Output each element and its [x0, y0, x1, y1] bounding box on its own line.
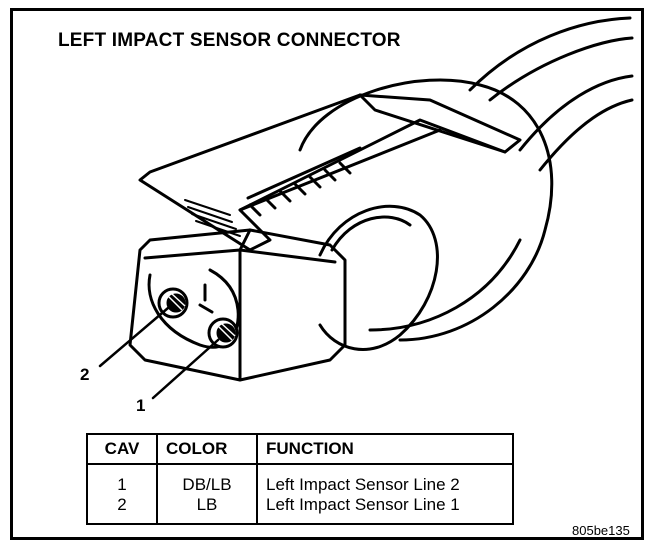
header-function: FUNCTION — [256, 433, 514, 465]
figure-code: 805be135 — [572, 523, 630, 538]
table-header-row: CAV COLOR FUNCTION — [86, 433, 514, 465]
rear-housing — [298, 78, 554, 342]
leader-line-2 — [98, 306, 170, 368]
cav-value: 2 — [117, 495, 127, 514]
wire-upper — [468, 16, 632, 92]
function-value: Left Impact Sensor Line 2 — [266, 475, 460, 494]
color-value: DB/LB — [182, 475, 232, 494]
callout-2: 2 — [80, 365, 90, 384]
pinout-table: CAV COLOR FUNCTION 1 2 DB/LB LB Left Imp… — [86, 433, 514, 525]
color-value: LB — [196, 495, 218, 514]
table-row: 1 2 DB/LB LB Left Impact Sensor Line 2 L… — [86, 463, 514, 525]
cavity-1 — [207, 317, 239, 349]
leader-line-1 — [151, 338, 220, 400]
header-cav: CAV — [86, 433, 158, 465]
figure-title: LEFT IMPACT SENSOR CONNECTOR — [58, 30, 401, 51]
color-column: DB/LB LB — [156, 463, 258, 525]
function-column: Left Impact Sensor Line 2 Left Impact Se… — [256, 463, 514, 525]
wire-lower — [518, 74, 634, 152]
connector-front-face — [128, 228, 347, 382]
figure-frame — [10, 8, 644, 540]
function-value: Left Impact Sensor Line 1 — [266, 495, 460, 514]
callout-1: 1 — [136, 396, 146, 415]
cav-value: 1 — [117, 475, 127, 494]
header-color: COLOR — [156, 433, 258, 465]
connector-collar — [318, 204, 439, 351]
cav-column: 1 2 — [86, 463, 158, 525]
